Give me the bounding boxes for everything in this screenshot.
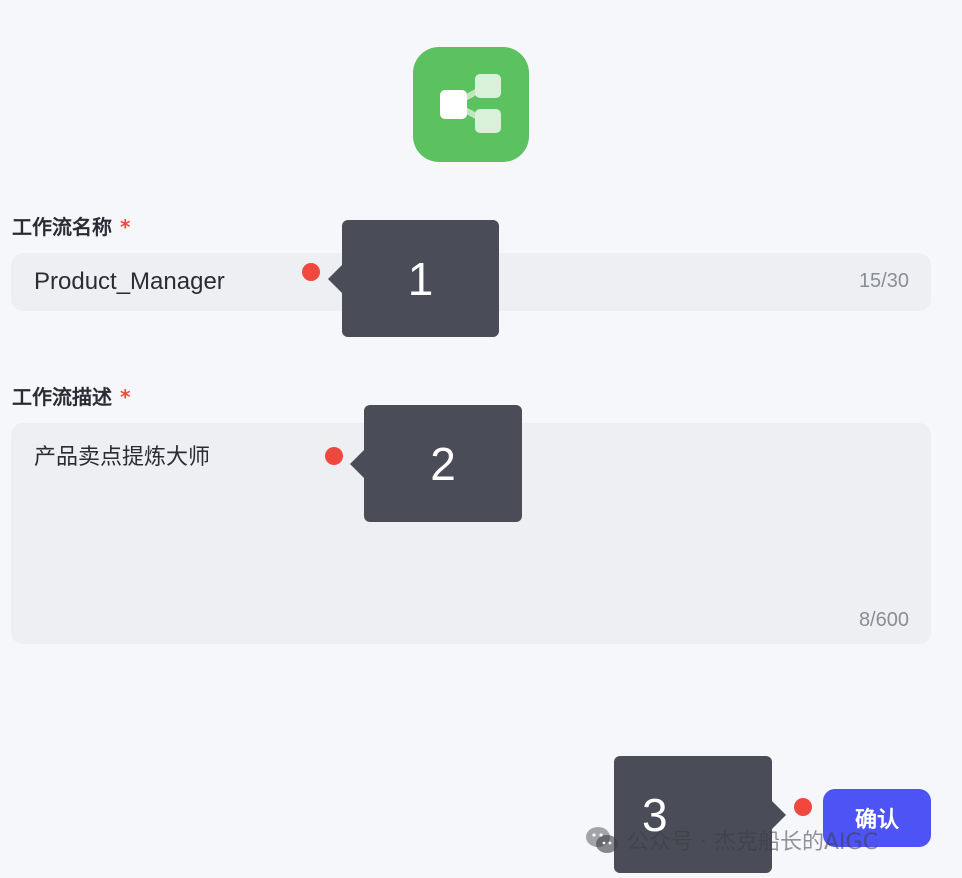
workflow-name-label-text: 工作流名称	[12, 215, 112, 239]
workflow-desc-label: 工作流描述 *	[12, 384, 130, 410]
workflow-name-counter: 15/30	[858, 270, 909, 292]
watermark: 公众号 · 杰克船长的AIGC	[585, 822, 878, 858]
annotation-dot-2	[325, 447, 343, 465]
workflow-name-label: 工作流名称 *	[12, 214, 130, 240]
workflow-glyph	[440, 74, 501, 133]
workflow-desc-value: 产品卖点提炼大师	[34, 445, 211, 470]
wechat-icon	[586, 827, 618, 853]
workflow-icon[interactable]	[413, 47, 529, 162]
annotation-callout-1: 1	[328, 220, 499, 337]
workflow-desc-counter: 8/600	[858, 609, 909, 631]
workflow-desc-label-text: 工作流描述	[12, 385, 112, 409]
required-mark: *	[120, 385, 131, 409]
workflow-name-value: Product_Manager	[34, 268, 225, 295]
annotation-dot-3	[794, 798, 812, 816]
watermark-text: 公众号 · 杰克船长的AIGC	[627, 830, 878, 855]
confirm-button[interactable]: 确认	[823, 789, 931, 847]
required-mark: *	[120, 215, 131, 239]
annotation-callout-2: 2	[350, 405, 522, 522]
annotation-dot-1	[302, 263, 320, 281]
annotation-callout-3: 3	[614, 756, 786, 873]
